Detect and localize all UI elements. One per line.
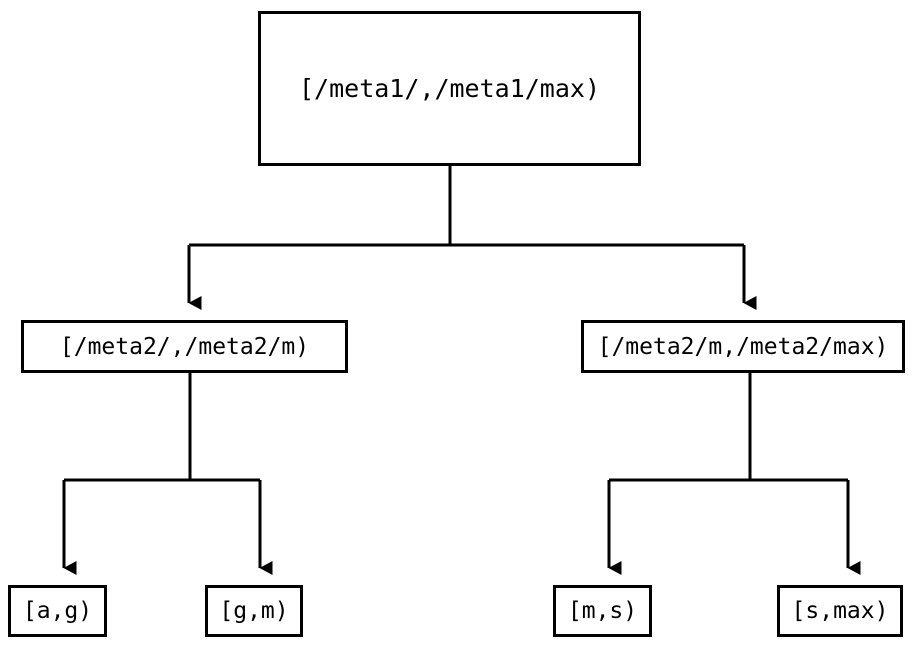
tree-node-mid-left-label: [/meta2/,/meta2/m) [59,333,310,360]
tree-node-leaf-gm[interactable]: [g,m) [205,585,303,637]
tree-node-leaf-ag-label: [a,g) [22,598,93,624]
tree-node-leaf-ms[interactable]: [m,s) [553,585,652,637]
tree-node-leaf-smax-label: [s,max) [791,598,889,624]
tree-node-leaf-gm-label: [g,m) [219,598,289,624]
tree-node-leaf-ms-label: [m,s) [567,598,638,624]
tree-node-mid-right[interactable]: [/meta2/m,/meta2/max) [581,320,905,373]
tree-node-mid-left[interactable]: [/meta2/,/meta2/m) [21,320,348,373]
tree-node-leaf-ag[interactable]: [a,g) [8,585,107,637]
tree-node-leaf-smax[interactable]: [s,max) [777,585,903,637]
tree-node-mid-right-label: [/meta2/m,/meta2/max) [597,333,889,360]
tree-node-root-label: [/meta1/,/meta1/max) [298,74,601,103]
tree-node-root[interactable]: [/meta1/,/meta1/max) [258,11,641,166]
